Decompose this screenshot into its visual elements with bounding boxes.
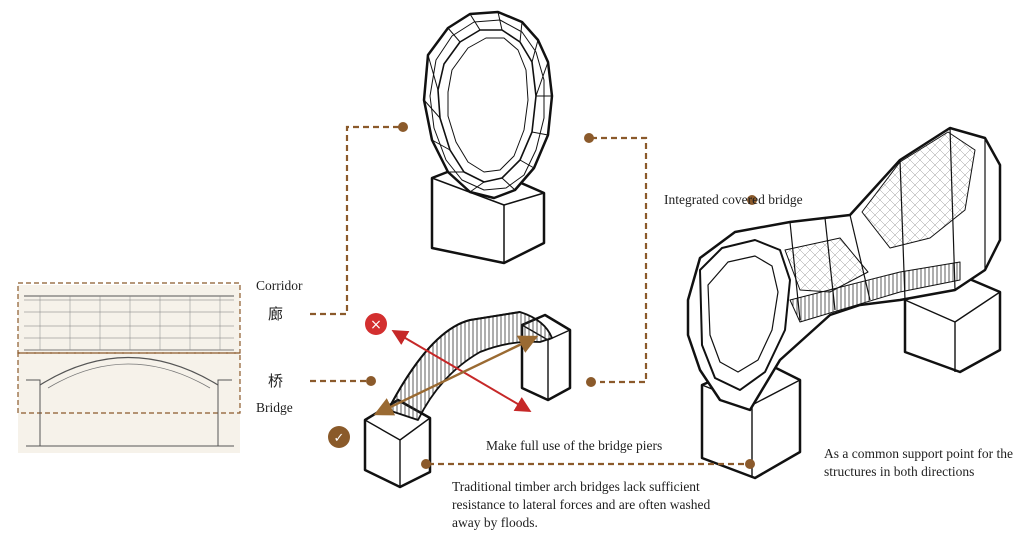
arch-bridge-module [363,311,572,489]
connectors [310,125,748,466]
wrong-symbol: × [370,317,382,333]
integrated-bridge-module [686,126,1002,480]
label-integrated-bridge: Integrated covered bridge [664,192,803,207]
elevation-drawing [17,282,241,453]
connector-integrated [591,136,648,384]
wrong-badge: × [365,313,387,335]
corridor-module [422,10,554,265]
label-corridor-cn: 廊 [268,307,284,323]
label-traditional-note: Traditional timber arch bridges lack suf… [452,479,711,530]
label-corridor-en: Corridor [256,278,303,293]
corridor-dashed-box [17,282,241,354]
bridge-dashed-box [17,352,241,414]
connector-dots [366,122,757,469]
label-bridge-piers: Make full use of the bridge piers [486,438,663,453]
connector-corridor [310,125,401,316]
label-common-support: As a common support point for the struct… [824,446,1013,479]
span-direction-arrow [373,335,539,416]
label-bridge-en: Bridge [256,400,293,415]
label-bridge-cn: 桥 [268,374,284,390]
right-symbol: ✓ [334,431,345,446]
right-badge: ✓ [328,426,350,448]
